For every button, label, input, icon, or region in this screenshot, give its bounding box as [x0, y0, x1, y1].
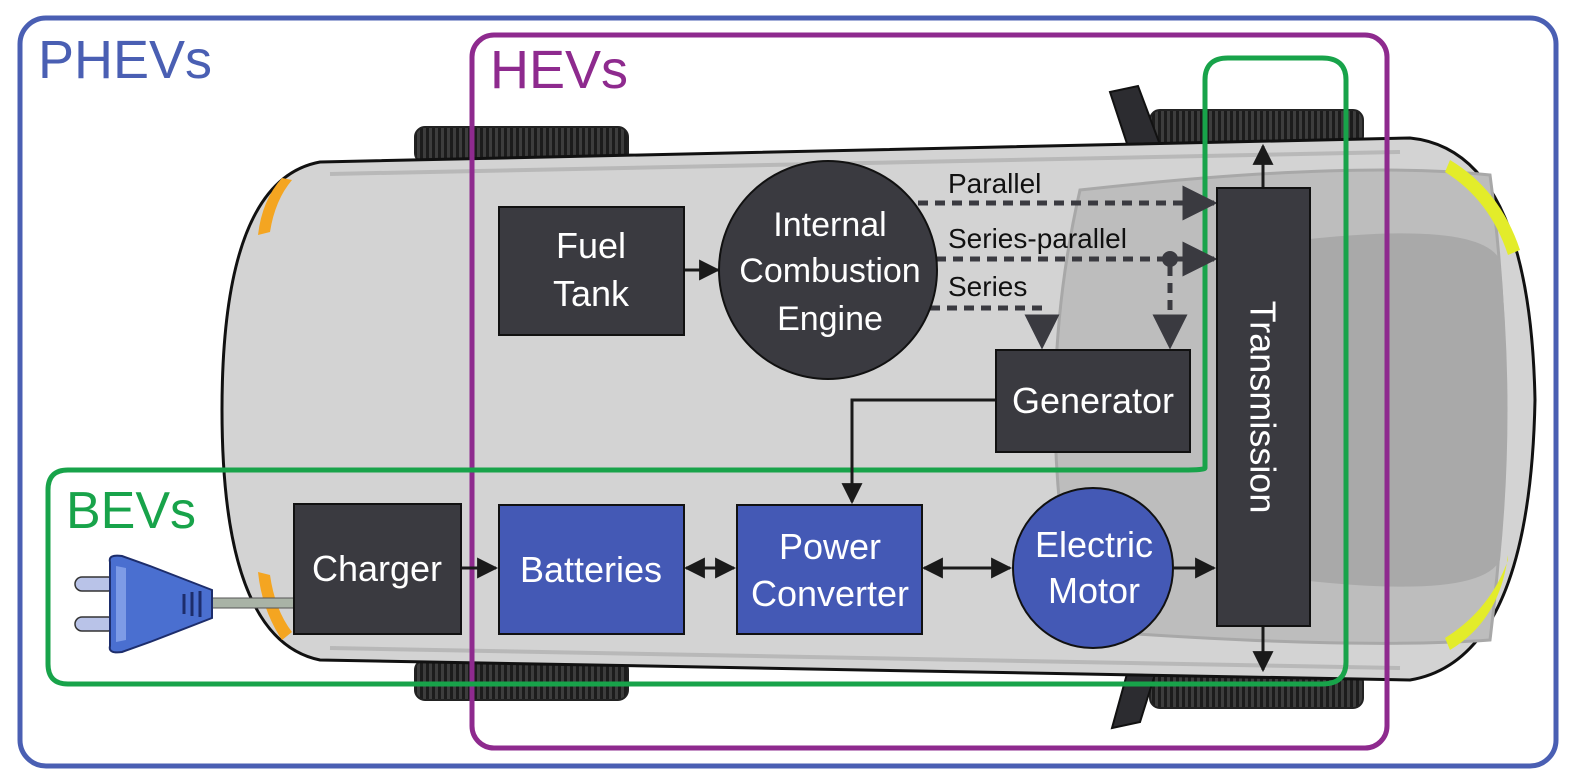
parallel-label: Parallel — [948, 168, 1041, 199]
charger-label: Charger — [312, 548, 442, 589]
series-label: Series — [948, 271, 1027, 302]
transmission-box: Transmission — [1216, 187, 1311, 627]
engine-circle: Internal Combustion Engine — [718, 160, 938, 380]
hevs-label: HEVs — [490, 40, 628, 100]
headlight-bottom — [1445, 555, 1508, 650]
bevs-label: BEVs — [66, 482, 196, 540]
electric-motor-label-line1: Electric — [1035, 524, 1153, 565]
hevs-boundary — [469, 32, 1390, 751]
series-parallel-label: Series-parallel — [948, 223, 1127, 254]
charger-box: Charger — [293, 503, 462, 635]
power-converter-label-line2: Converter — [751, 573, 909, 614]
engine-label-line3: Engine — [777, 300, 883, 338]
fuel-tank-label-line1: Fuel — [556, 225, 626, 266]
tail-light-top — [258, 178, 292, 235]
electric-motor-circle: Electric Motor — [1012, 487, 1174, 649]
electric-motor-label-line2: Motor — [1048, 570, 1140, 611]
transmission-label: Transmission — [1243, 301, 1284, 514]
plug-icon — [74, 554, 296, 654]
engine-label-line1: Internal — [773, 206, 886, 244]
power-converter-label-line1: Power — [779, 526, 881, 567]
fuel-tank-box: Fuel Tank — [498, 206, 685, 336]
phevs-label: PHEVs — [38, 30, 212, 90]
phevs-boundary — [17, 15, 1559, 769]
fuel-tank-label-line2: Tank — [553, 273, 630, 314]
generator-box: Generator — [995, 349, 1191, 453]
generator-label: Generator — [1012, 380, 1174, 421]
engine-label-line2: Combustion — [739, 252, 920, 290]
bevs-boundary-upper — [1202, 55, 1349, 687]
batteries-box: Batteries — [498, 504, 685, 635]
batteries-label: Batteries — [520, 549, 662, 590]
connections — [462, 143, 1274, 673]
power-converter-box: Power Converter — [736, 504, 923, 635]
headlight-top — [1445, 160, 1520, 255]
bevs-boundary — [45, 466, 1322, 687]
